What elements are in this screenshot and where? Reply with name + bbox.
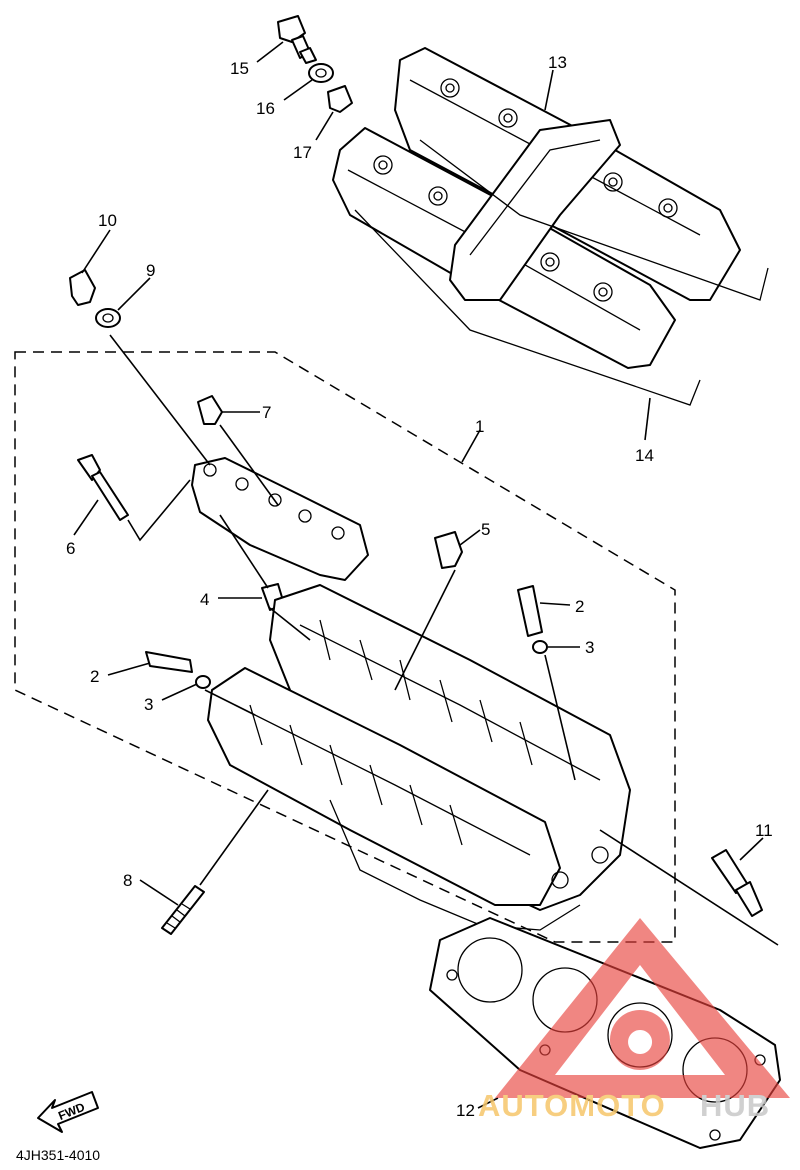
cover-bolt-set <box>277 15 353 113</box>
callout-16: 16 <box>256 99 275 118</box>
callout-3-left: 3 <box>144 695 153 714</box>
leader-lines <box>73 41 779 1109</box>
callout-2-left: 2 <box>90 667 99 686</box>
watermark-triangle-logo <box>495 918 790 1098</box>
cylinder-head-cover <box>332 47 769 406</box>
spark-plug <box>711 849 763 917</box>
forward-direction-arrow: FWD <box>37 1091 99 1133</box>
callout-11: 11 <box>755 821 773 840</box>
automotohub-watermark: AUTOMOTO HUB <box>478 918 790 1123</box>
callout-14: 14 <box>635 446 654 465</box>
callout-6: 6 <box>66 539 75 558</box>
callout-labels: 15 16 17 10 9 7 6 4 5 2 3 2 3 8 11 1 13 … <box>66 53 773 1120</box>
camshaft-cap-bracket <box>77 395 369 581</box>
callout-17: 17 <box>293 143 312 162</box>
bolt-washer-set <box>69 269 121 328</box>
cylinder-head <box>207 584 631 931</box>
callout-7: 7 <box>262 403 271 422</box>
callout-4: 4 <box>200 590 209 609</box>
callout-2-right: 2 <box>575 597 584 616</box>
callout-9: 9 <box>146 261 155 280</box>
assembly-boundary <box>14 351 676 943</box>
callout-15: 15 <box>230 59 249 78</box>
callout-1: 1 <box>475 417 484 436</box>
watermark-brand-right: HUB <box>700 1088 770 1123</box>
stud-bolt <box>161 885 205 935</box>
callout-13: 13 <box>548 53 567 72</box>
watermark-brand-left: AUTOMOTO <box>478 1088 666 1123</box>
callout-3-right: 3 <box>585 638 594 657</box>
part-code: 4JH351-4010 <box>16 1147 100 1163</box>
valve-components <box>145 531 548 689</box>
callout-12: 12 <box>456 1101 475 1120</box>
callout-10: 10 <box>98 211 117 230</box>
callout-8: 8 <box>123 871 132 890</box>
callout-5: 5 <box>481 520 490 539</box>
